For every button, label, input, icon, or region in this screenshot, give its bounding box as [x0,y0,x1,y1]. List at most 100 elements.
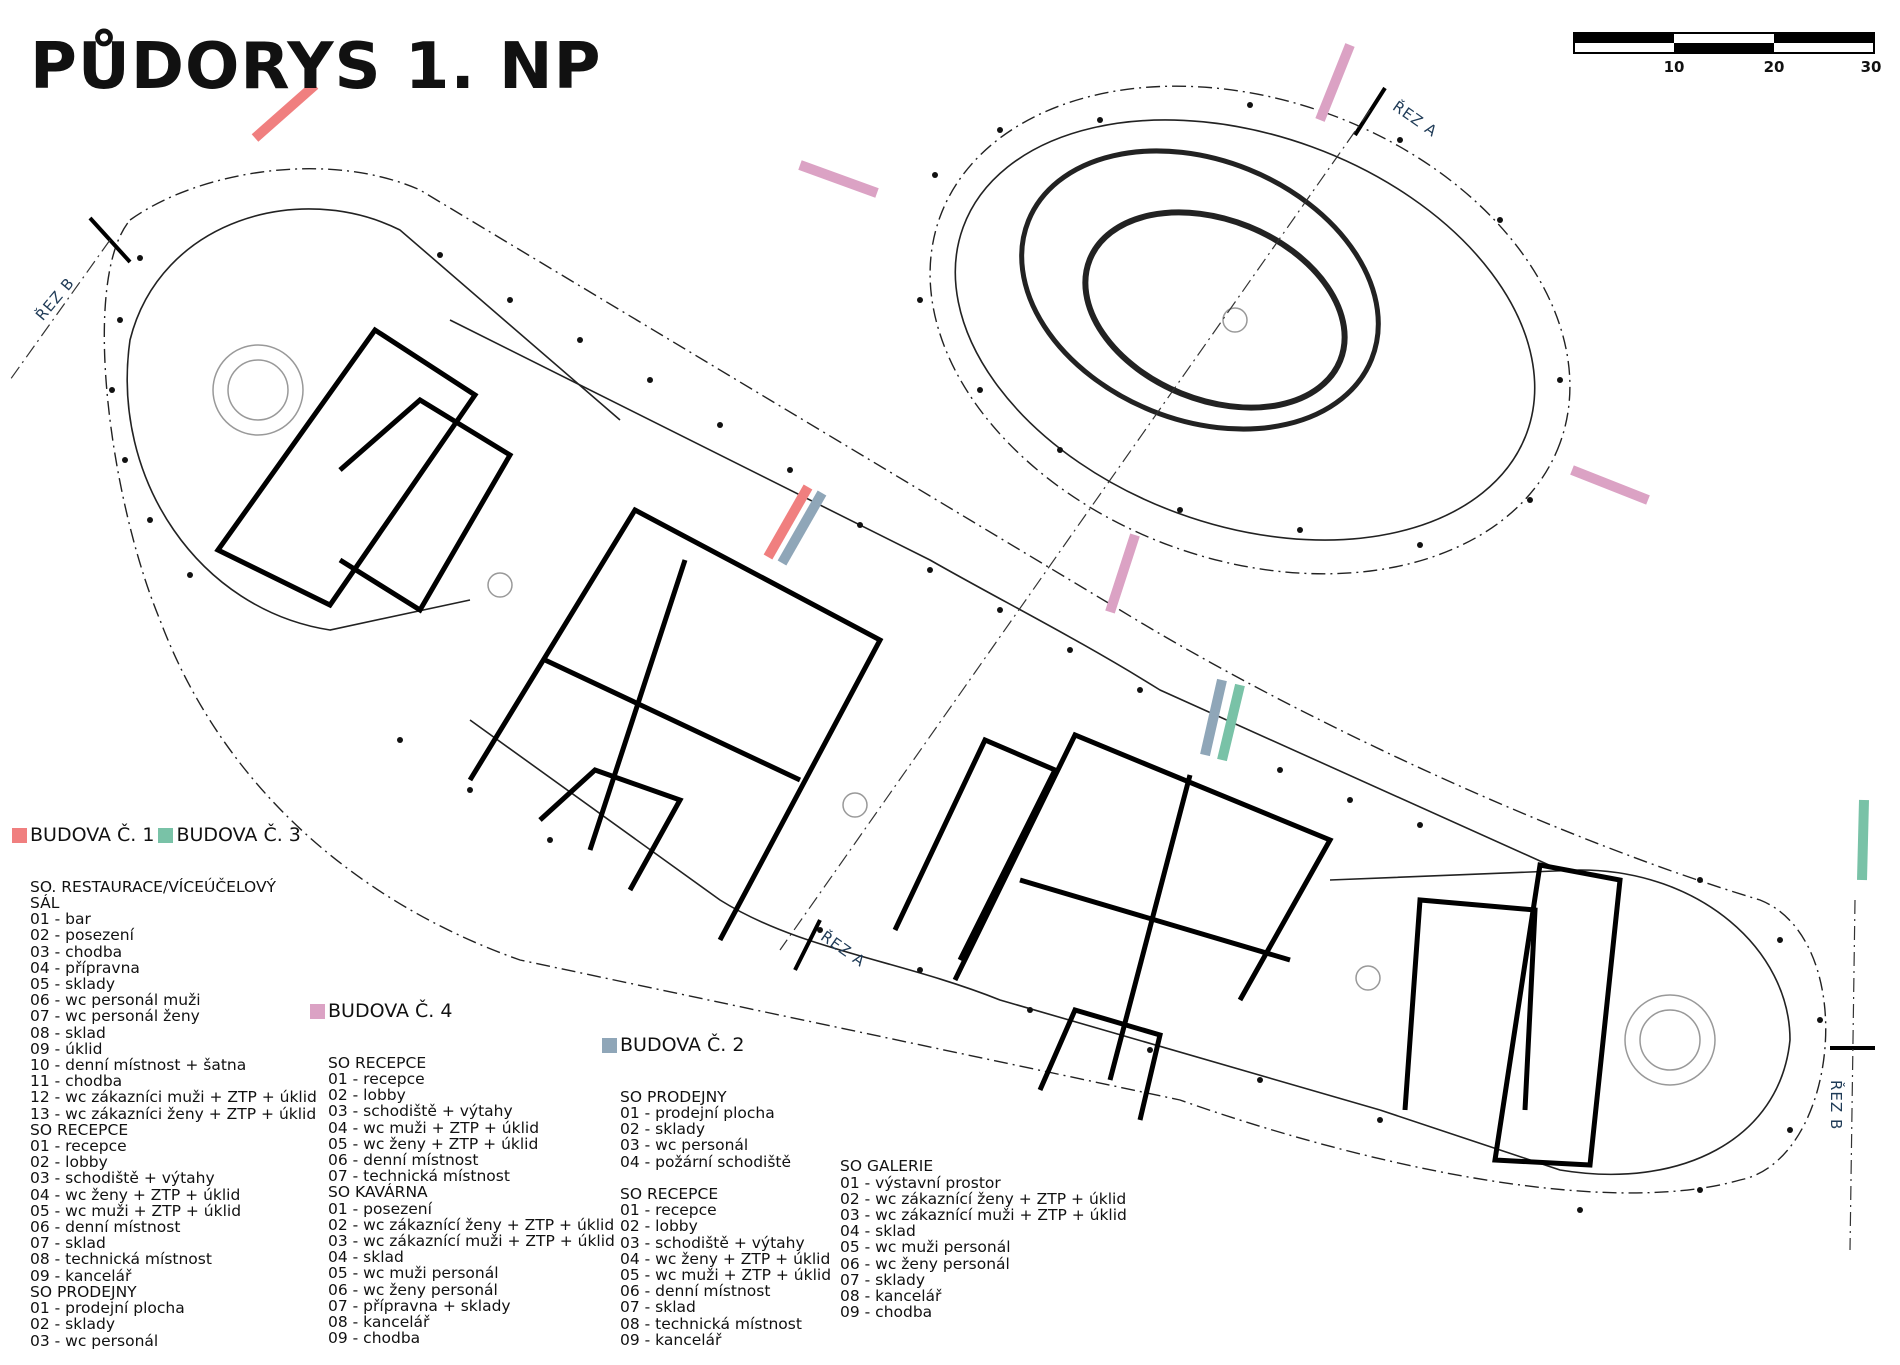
building1-core [214,326,479,609]
legend-item: 01 - posezení [328,1199,432,1218]
legend-item: 01 - prodejní plocha [30,1299,185,1318]
legend-title-budova-3: BUDOVA Č. 3 [176,824,301,847]
swatch-budova-4 [310,1003,325,1019]
legend-item: 13 - wc zákazníci ženy + ZTP + úklid [30,1104,317,1123]
legend-item: 02 - sklady [620,1120,706,1139]
building4-core-inner [1082,209,1348,411]
legend-item: 09 - kancelář [30,1266,132,1285]
legend-item: 06 - denní místnost [328,1151,479,1170]
building4-core-outer [1019,148,1381,432]
legend-item: 07 - technická místnost [328,1167,510,1186]
legend-item: SO RECEPCE [620,1185,719,1204]
swatch-budova-1 [12,827,27,843]
legend-item: 06 - wc personál muži [30,991,201,1010]
legend-item: 10 - denní místnost + šatna [30,1056,247,1075]
scale-bar: 10 20 30 [1573,32,1882,76]
legend-item: 07 - sklady [840,1270,926,1289]
legend-item: 06 - denní místnost [30,1218,181,1237]
bar-circle-b1 [212,344,304,436]
building3-block-a [952,731,1334,1002]
building1-service [338,396,514,614]
legend-item: 02 - wc zákaznící ženy + ZTP + úklid [328,1215,615,1234]
legend-item: SO GALERIE [840,1157,934,1176]
legend-heading-row: BUDOVA Č. 1 BUDOVA Č. 3 [12,824,317,846]
building1-outline [126,208,621,631]
scale-label: 20 [1763,58,1785,76]
building2-service [892,736,1059,962]
section-a-bottom-mark [793,919,822,971]
legend-item: 03 - wc personál [30,1331,159,1350]
legend-item: 09 - úklid [30,1039,103,1058]
legend-item: 06 - wc ženy personál [840,1254,1010,1273]
scale-bar-labels: 10 20 30 [1573,54,1882,76]
marker-b2 [777,490,827,566]
site-boundary-main [103,168,1827,1194]
legend-item: 01 - recepce [620,1201,717,1220]
legend-title-budova-2: BUDOVA Č. 2 [620,1034,745,1057]
legend-item: 09 - chodba [328,1329,421,1348]
legend-item: 04 - wc ženy + ZTP + úklid [620,1249,831,1268]
legend-item: 07 - wc personál ženy [30,1007,200,1026]
legend-item: 03 - wc personál [620,1136,749,1155]
legend-item: 05 - wc muži personál [840,1238,1011,1257]
legend-item: 08 - kancelář [840,1287,942,1306]
marker-b4-c [1570,465,1650,505]
legend-item: 05 - sklady [30,975,116,994]
swatch-budova-3 [158,827,174,843]
building3-stair [1037,1006,1163,1121]
scale-label: 30 [1860,58,1882,76]
legend-item: SO RECEPCE [328,1053,427,1072]
legend-item: SO. RESTAURACE/VÍCEÚČELOVÝ [30,877,277,896]
floor-plan-drawing [9,43,1875,1251]
section-a-top-mark [1353,86,1387,137]
legend-item: 01 - bar [30,910,91,929]
legend-title-budova-4: BUDOVA Č. 4 [328,1000,453,1023]
building2-stair [538,767,684,892]
legend-item: 02 - posezení [30,926,134,945]
legend-item: 03 - schodiště + výtahy [328,1102,513,1121]
legend-item: 06 - denní místnost [620,1282,771,1301]
legend-item: SO KAVÁRNA [328,1183,428,1202]
marker-b2b [1200,678,1227,757]
legend-item: 09 - kancelář [620,1330,722,1349]
marker-b1-top [251,81,319,142]
building2-block-a [467,506,884,942]
legend-item: 01 - výstavní prostor [840,1173,1001,1192]
marker-b1 [763,484,813,560]
legend-item: 07 - sklad [620,1298,696,1317]
legend-item: 04 - požární schodiště [620,1152,792,1171]
swatch-budova-2 [602,1037,617,1053]
marker-b3-right [1857,799,1869,881]
legend-item: 05 - wc muži personál [328,1264,499,1283]
legend-item: 02 - sklady [30,1315,116,1334]
legend-item: SO PRODEJNY [30,1282,137,1301]
legend-item: 03 - schodiště + výtahy [620,1233,805,1252]
legend-item: 01 - recepce [30,1137,127,1156]
building3-core [1402,897,1538,1111]
legend-item: 08 - sklad [30,1023,106,1042]
building4-shell [954,119,1536,541]
legend-title-budova-1: BUDOVA Č. 1 [30,824,155,847]
band-top-edge [449,319,1561,871]
legend-item: 03 - schodiště + výtahy [30,1169,215,1188]
legend-item [620,1170,831,1186]
legend-item: 02 - lobby [328,1086,406,1105]
legend-item: 02 - lobby [30,1153,108,1172]
legend-item: 01 - prodejní plocha [620,1104,775,1123]
marker-b4-b [798,160,879,198]
legend-item: 05 - wc muži + ZTP + úklid [30,1201,242,1220]
legend-item: SO PRODEJNY [620,1087,727,1106]
band-bottom-edge [469,719,1381,1111]
legend-item: 08 - technická místnost [620,1314,802,1333]
marker-b4-a [1315,43,1355,122]
legend-item: 05 - wc ženy + ZTP + úklid [328,1134,539,1153]
page-title: PŮDORYS 1. NP [30,30,602,104]
scale-bar-segments [1573,32,1875,54]
section-label-b-right: ŘEZ B [1827,1080,1845,1131]
legend-item: 11 - chodba [30,1072,123,1091]
legend-item: 07 - přípravna + sklady [328,1296,511,1315]
